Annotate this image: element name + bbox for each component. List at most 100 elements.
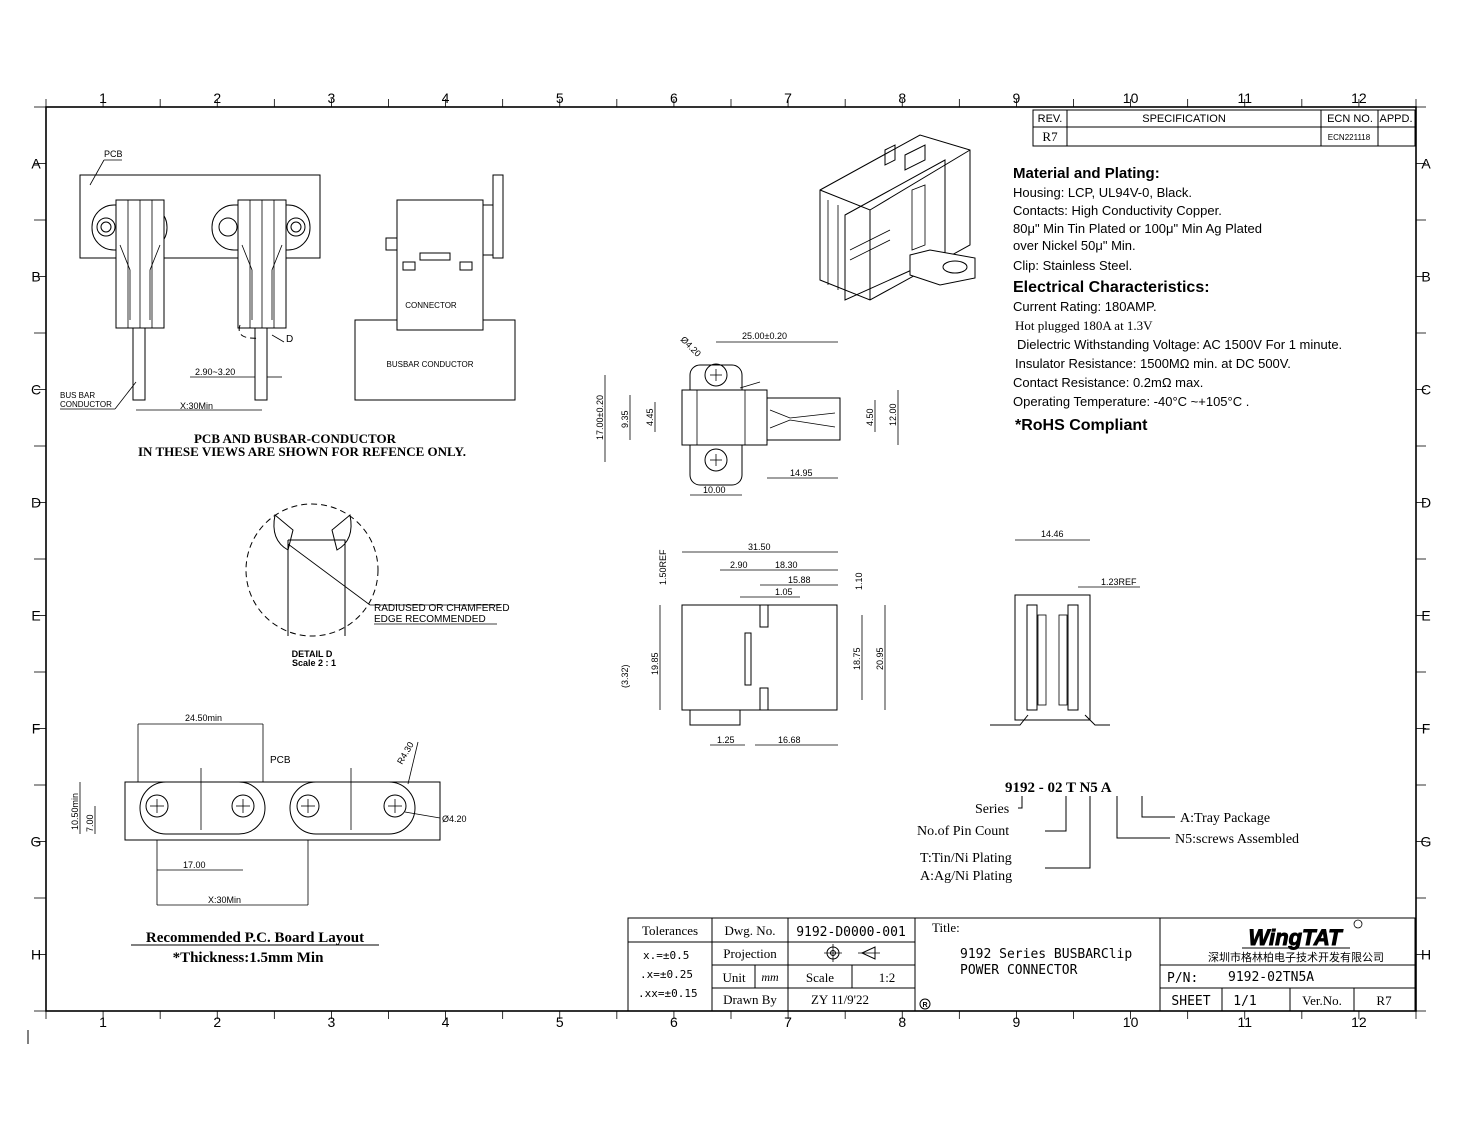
dim-150ref: 1.50REF: [658, 549, 668, 585]
zone-column-top: 10: [1123, 90, 1139, 106]
dim-450: 4.50: [865, 408, 875, 426]
zone-row-left: E: [31, 608, 40, 624]
rev-header: REV.: [1038, 113, 1063, 125]
spec-current: Current Rating: 180AMP.: [1013, 299, 1157, 314]
zone-row-right: H: [1421, 947, 1431, 963]
dim-gap: 2.90~3.20: [195, 367, 235, 377]
zone-column-bottom: 3: [328, 1014, 336, 1030]
dim-1446: 14.46: [1041, 529, 1064, 539]
zone-row-right: D: [1421, 495, 1431, 511]
layout-hole: Ø4.20: [442, 814, 467, 824]
zone-column-top: 8: [898, 90, 906, 106]
ecn-header: ECN NO.: [1327, 113, 1373, 125]
dim-1495: 14.95: [790, 468, 813, 478]
detail-scale: Scale 2 : 1: [292, 658, 336, 668]
spec-plating-1: 80μ" Min Tin Plated or 100μ" Min Ag Plat…: [1013, 221, 1262, 236]
spec-contacts: Contacts: High Conductivity Copper.: [1013, 203, 1222, 218]
reference-note-2: IN THESE VIEWS ARE SHOWN FOR REFENCE ONL…: [138, 444, 466, 459]
zone-row-right: C: [1421, 382, 1431, 398]
spec-rohs: *RoHS Compliant: [1015, 417, 1148, 434]
tolerances-label: Tolerances: [642, 923, 698, 938]
dim-25: 25.00±0.20: [742, 331, 787, 341]
pn-code: 9192 - 02 T N5 A: [1005, 780, 1112, 796]
side-view: CONNECTOR BUSBAR CONDUCTOR: [354, 174, 516, 401]
sheet-label: SHEET: [1171, 994, 1210, 1009]
layout-pcb-label: PCB: [270, 755, 291, 766]
pcb-layout-view: 24.50min PCB R4.30 Ø4.20 10.50min 7.00 1…: [70, 713, 467, 966]
dim-12: 12.00: [888, 403, 898, 426]
zone-column-bottom: 6: [670, 1014, 678, 1030]
drawn-by-value: ZY 11/9'22: [811, 992, 869, 1007]
zone-row-left: G: [31, 834, 42, 850]
zone-column-top: 1: [99, 90, 107, 106]
dim-123ref: 1.23REF: [1101, 577, 1137, 587]
dim-105: 1.05: [775, 587, 793, 597]
zone-column-bottom: 11: [1237, 1014, 1252, 1030]
pn-screws: N5:screws Assembled: [1175, 832, 1299, 847]
revision-table: REV. SPECIFICATION ECN NO. APPD. R7 ECN2…: [1032, 109, 1416, 147]
isometric-view: [819, 134, 976, 301]
layout-thickness: *Thickness:1.5mm Min: [173, 950, 325, 966]
projection-label: Projection: [723, 946, 777, 961]
layout-title: Recommended P.C. Board Layout: [146, 930, 364, 946]
zone-column-bottom: 9: [1013, 1014, 1021, 1030]
layout-r430: R4.30: [395, 740, 416, 766]
zone-column-top: 12: [1351, 90, 1367, 106]
dim-332: (3.32): [620, 664, 630, 688]
layout-dim-1050: 10.50min: [70, 793, 80, 830]
zone-row-left: C: [31, 382, 41, 398]
tolerance-2: .x=±0.25: [640, 968, 693, 981]
connector-label: CONNECTOR: [405, 301, 457, 310]
pn-tin: T:Tin/Ni Plating: [920, 851, 1012, 866]
scale-label: Scale: [806, 970, 834, 985]
electrical-heading: Electrical Characteristics:: [1013, 279, 1210, 296]
zone-row-right: B: [1421, 269, 1430, 285]
drawn-by-label: Drawn By: [723, 992, 777, 1007]
dim-935: 9.35: [620, 410, 630, 428]
unit-value: mm: [761, 970, 779, 984]
zone-column-top: 11: [1237, 90, 1252, 106]
bus-bar-label-2: CONDUCTOR: [60, 400, 112, 409]
zone-row-left: A: [31, 156, 41, 172]
dim-hole-top: Ø4.20: [679, 334, 703, 358]
spec-hot-plugged: Hot plugged 180A at 1.3V: [1015, 318, 1153, 333]
zone-column-top: 4: [442, 90, 450, 106]
pn-tray: A:Tray Package: [1180, 811, 1270, 826]
dim-1985: 19.85: [650, 652, 660, 675]
title-label: Title:: [932, 920, 960, 935]
zone-column-bottom: 5: [556, 1014, 564, 1030]
pn-label: P/N:: [1167, 971, 1198, 986]
detail-note-1: RADIUSED OR CHAMFERED: [374, 603, 510, 614]
zone-column-top: 7: [784, 90, 792, 106]
zone-column-bottom: 7: [784, 1014, 792, 1030]
spec-plating-2: over Nickel 50μ" Min.: [1013, 238, 1136, 253]
zone-row-right: E: [1421, 608, 1430, 624]
dim-3150: 31.50: [748, 542, 771, 552]
end-view: 14.46 1.23REF: [990, 529, 1140, 726]
tolerance-1: x.=±0.5: [643, 949, 689, 962]
spec-housing: Housing: LCP, UL94V-0, Black.: [1013, 185, 1192, 200]
zone-row-left: B: [31, 269, 40, 285]
dim-1830: 18.30: [775, 560, 798, 570]
detail-title: DETAIL D: [292, 649, 333, 659]
pcb-busbar-view: PCB D BUS BAR CONDUCTOR 2.90~3.20 X:30Mi…: [60, 149, 466, 459]
dim-125: 1.25: [717, 735, 735, 745]
top-view: 25.00±0.20 Ø4.20 17.00±0.20 9.35 4.45 4.…: [595, 331, 899, 496]
layout-dim-700: 7.00: [85, 814, 95, 832]
dwg-no-label: Dwg. No.: [725, 923, 776, 938]
layout-dim-2450: 24.50min: [185, 713, 222, 723]
detail-d-view: RADIUSED OR CHAMFERED EDGE RECOMMENDED D…: [245, 503, 510, 668]
appd-header: APPD.: [1379, 113, 1412, 125]
title-line-1: 9192 Series BUSBARClip: [960, 947, 1132, 962]
spec-insulator: Insulator Resistance: 1500MΩ min. at DC …: [1015, 356, 1291, 371]
pn-pin-count: No.of Pin Count: [917, 824, 1009, 839]
dim-1588: 15.88: [788, 575, 811, 585]
reference-note-1: PCB AND BUSBAR-CONDUCTOR: [194, 431, 397, 446]
title-block: Tolerances x.=±0.5 .x=±0.25 .xx=±0.15 Dw…: [627, 917, 1416, 1012]
dim-x-min: X:30Min: [180, 401, 213, 411]
dim-110: 1.10: [854, 572, 864, 590]
projection-symbol-icon: [824, 944, 880, 962]
zone-column-bottom: 1: [99, 1014, 107, 1030]
logo-text: WingTAT: [1248, 925, 1343, 950]
